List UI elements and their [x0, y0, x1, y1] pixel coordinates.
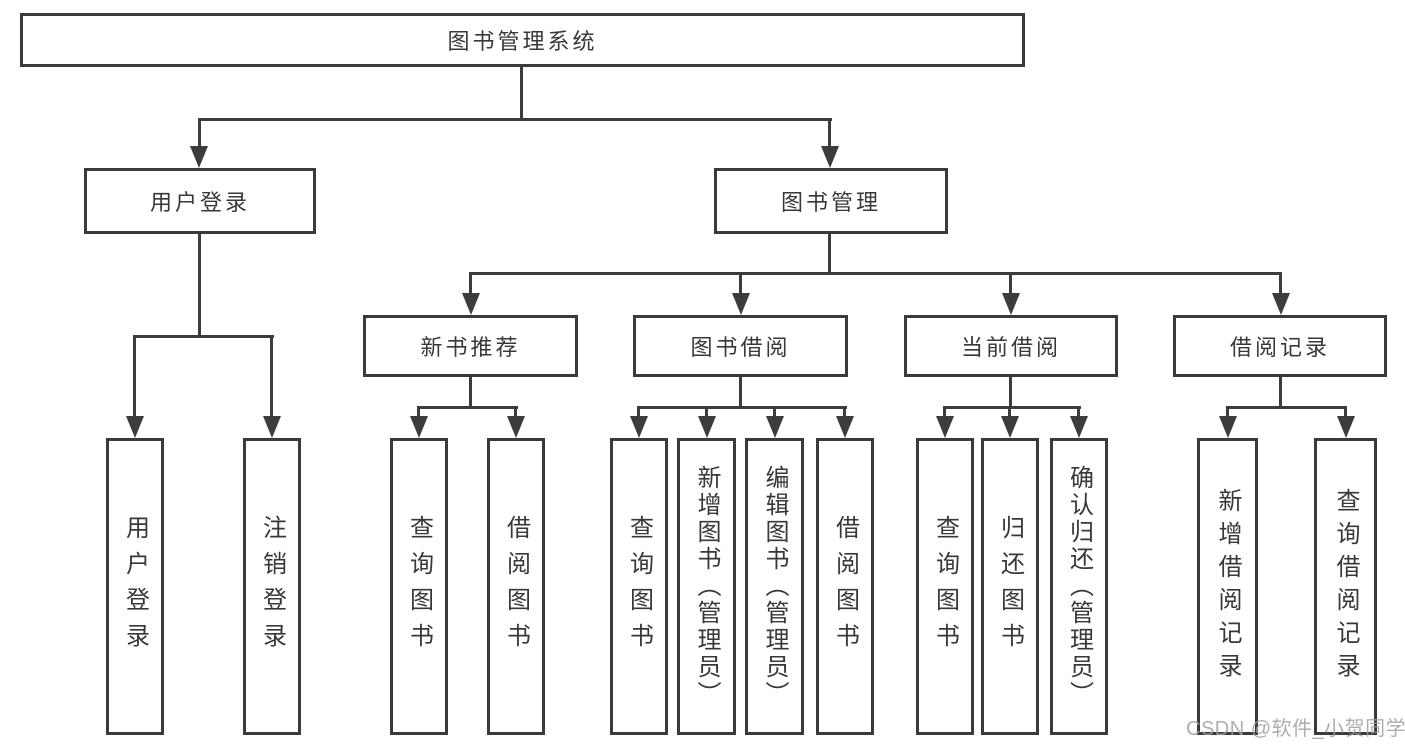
leaf-query-borrow-record: 查询借阅记录 — [1314, 438, 1377, 735]
connector-line — [1279, 272, 1282, 293]
node-new-book-recommend: 新书推荐 — [363, 315, 578, 377]
node-book-borrow-label: 图书借阅 — [690, 335, 791, 360]
arrowhead-down-icon — [507, 416, 525, 438]
arrowhead-down-icon — [1070, 416, 1088, 438]
node-borrow-records: 借阅记录 — [1173, 315, 1387, 377]
leaf-query-borrow-record-label: 查询借阅记录 — [1332, 487, 1359, 686]
arrowhead-down-icon — [462, 293, 480, 315]
arrowhead-down-icon — [821, 146, 839, 168]
leaf-recommend-borrow-books: 借阅图书 — [487, 438, 545, 735]
leaf-add-borrow-record-label: 新增借阅记录 — [1214, 487, 1241, 686]
node-user-login: 用户登录 — [84, 168, 316, 234]
node-current-borrow: 当前借阅 — [904, 315, 1118, 377]
connector-line — [739, 272, 742, 293]
arrowhead-down-icon — [126, 416, 144, 438]
leaf-user-login-label: 用户登录 — [121, 514, 149, 659]
connector-line — [828, 118, 831, 146]
arrowhead-down-icon — [698, 416, 716, 438]
connector-line — [943, 406, 1081, 409]
arrowhead-down-icon — [1337, 416, 1355, 438]
connector-line — [1226, 406, 1229, 416]
connector-line — [843, 406, 846, 416]
leaf-current-query-books-label: 查询图书 — [931, 514, 959, 659]
leaf-add-book-admin-label: 新增图书（管理员） — [693, 465, 720, 708]
leaf-borrow-query-books-label: 查询图书 — [625, 514, 653, 659]
connector-line — [133, 335, 274, 338]
arrowhead-down-icon — [630, 416, 648, 438]
connector-line — [1009, 377, 1012, 408]
leaf-borrow-query-books: 查询图书 — [610, 438, 668, 735]
connector-line — [417, 406, 518, 409]
arrowhead-down-icon — [1002, 293, 1020, 315]
leaf-recommend-query-books: 查询图书 — [390, 438, 448, 735]
leaf-edit-book-admin-label: 编辑图书（管理员） — [761, 465, 788, 708]
leaf-recommend-query-books-label: 查询图书 — [405, 514, 433, 659]
leaf-user-login: 用户登录 — [106, 438, 164, 735]
connector-line — [520, 66, 523, 121]
connector-line — [1008, 406, 1011, 416]
leaf-confirm-return-admin: 确认归还（管理员） — [1050, 438, 1108, 735]
connector-line — [1226, 406, 1347, 409]
arrowhead-down-icon — [1272, 293, 1290, 315]
node-borrow-records-label: 借阅记录 — [1229, 335, 1330, 360]
leaf-borrow-books: 借阅图书 — [816, 438, 874, 735]
arrowhead-down-icon — [936, 416, 954, 438]
connector-line — [637, 406, 847, 409]
connector-line — [828, 234, 831, 275]
node-root-label: 图书管理系统 — [447, 29, 598, 54]
arrowhead-down-icon — [1219, 416, 1237, 438]
leaf-edit-book-admin: 编辑图书（管理员） — [745, 438, 804, 735]
node-root: 图书管理系统 — [20, 13, 1025, 67]
connector-line — [1344, 406, 1347, 416]
connector-line — [637, 406, 640, 416]
leaf-logout-label: 注销登录 — [258, 514, 286, 659]
connector-line — [198, 118, 832, 121]
arrowhead-down-icon — [766, 416, 784, 438]
connector-line — [705, 406, 708, 416]
arrowhead-down-icon — [263, 416, 281, 438]
connector-line — [943, 406, 946, 416]
connector-line — [198, 234, 201, 338]
connector-line — [739, 377, 742, 408]
node-book-management-label: 图书管理 — [780, 190, 881, 215]
leaf-borrow-books-label: 借阅图书 — [831, 514, 859, 659]
node-book-management: 图书管理 — [714, 168, 948, 234]
leaf-current-query-books: 查询图书 — [916, 438, 974, 735]
connector-line — [1009, 272, 1012, 293]
node-book-borrow: 图书借阅 — [633, 315, 848, 377]
connector-line — [198, 118, 201, 146]
csdn-watermark: CSDN @软件_小贺同学 — [1186, 718, 1405, 740]
connector-line — [417, 406, 420, 416]
leaf-add-borrow-record: 新增借阅记录 — [1197, 438, 1258, 735]
node-new-book-recommend-label: 新书推荐 — [420, 335, 521, 360]
arrowhead-down-icon — [732, 293, 750, 315]
arrowhead-down-icon — [410, 416, 428, 438]
node-current-borrow-label: 当前借阅 — [960, 335, 1061, 360]
arrowhead-down-icon — [836, 416, 854, 438]
leaf-confirm-return-admin-label: 确认归还（管理员） — [1065, 465, 1093, 708]
leaf-return-books-label: 归还图书 — [996, 514, 1024, 659]
arrowhead-down-icon — [1001, 416, 1019, 438]
leaf-add-book-admin: 新增图书（管理员） — [677, 438, 736, 735]
connector-line — [469, 377, 472, 408]
connector-line — [469, 272, 472, 293]
leaf-recommend-borrow-books-label: 借阅图书 — [502, 514, 530, 659]
connector-line — [1279, 377, 1282, 408]
connector-line — [133, 335, 136, 416]
leaf-return-books: 归还图书 — [981, 438, 1039, 735]
arrowhead-down-icon — [190, 146, 208, 168]
node-user-login-label: 用户登录 — [149, 190, 250, 215]
connector-line — [1077, 406, 1080, 416]
connector-line — [773, 406, 776, 416]
leaf-logout: 注销登录 — [243, 438, 301, 735]
connector-line — [270, 335, 273, 416]
connector-line — [469, 272, 1282, 275]
connector-line — [514, 406, 517, 416]
